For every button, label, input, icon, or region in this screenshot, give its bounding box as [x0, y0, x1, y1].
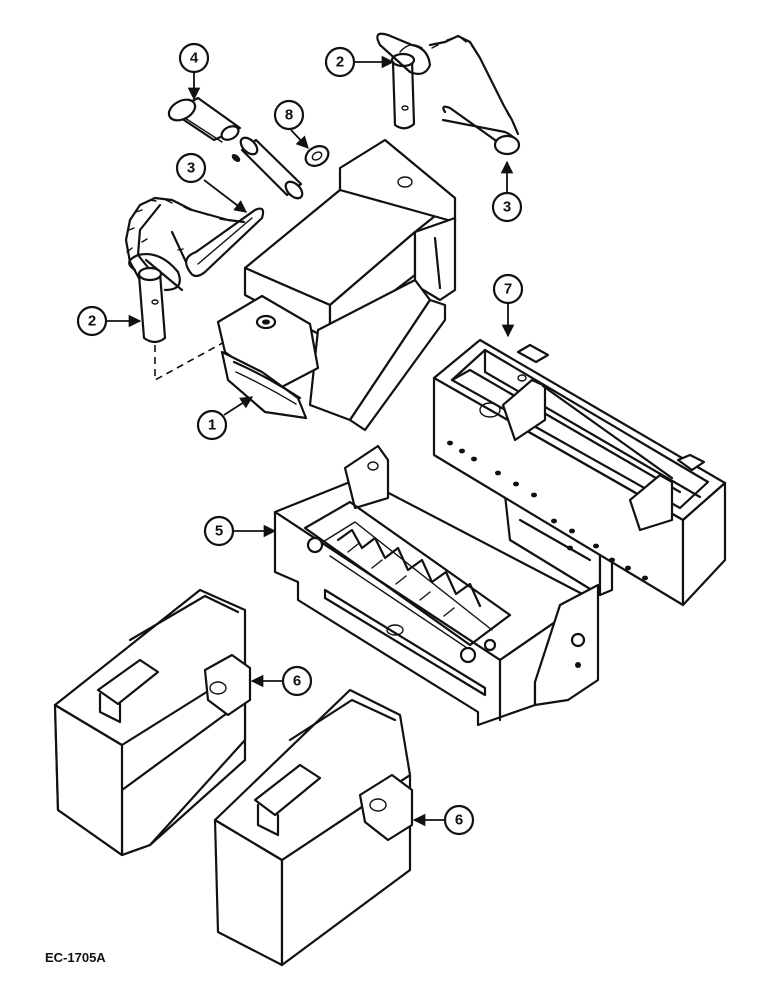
svg-text:3: 3 — [187, 160, 195, 177]
part-sleeve — [231, 136, 304, 200]
callout-3-left: 3 — [175, 152, 248, 213]
part-cradle-5 — [273, 444, 600, 727]
part-bracket-1 — [216, 138, 457, 432]
svg-text:6: 6 — [455, 812, 463, 829]
part-pin-2-top — [376, 32, 521, 156]
part-weight-6-lower — [213, 688, 414, 967]
svg-text:2: 2 — [88, 313, 96, 330]
callout-8: 8 — [273, 99, 309, 149]
callout-1: 1 — [196, 396, 254, 441]
svg-text:6: 6 — [293, 673, 301, 690]
callout-4: 4 — [178, 42, 210, 101]
svg-text:7: 7 — [504, 281, 512, 298]
svg-text:4: 4 — [190, 50, 199, 67]
callout-6-upper: 6 — [250, 665, 313, 697]
callout-3-right: 3 — [491, 160, 523, 223]
callout-6-lower: 6 — [412, 804, 475, 836]
svg-text:1: 1 — [208, 417, 216, 434]
callout-5: 5 — [203, 515, 277, 547]
svg-text:2: 2 — [336, 54, 344, 71]
svg-text:3: 3 — [503, 199, 511, 216]
callout-2-left: 2 — [76, 305, 142, 337]
part-clip-3-left — [185, 207, 265, 278]
callout-2-top: 2 — [324, 46, 395, 78]
part-weight-6-upper — [53, 588, 252, 857]
svg-text:8: 8 — [285, 107, 293, 124]
part-box-7 — [432, 338, 727, 607]
svg-text:5: 5 — [215, 523, 223, 540]
part-pin-2-left — [124, 196, 246, 344]
part-pin-4 — [167, 96, 242, 143]
alignment-line — [154, 317, 269, 382]
figure-code: EC-1705A — [45, 950, 106, 965]
part-washer-8 — [304, 145, 330, 167]
callout-7: 7 — [492, 273, 524, 338]
